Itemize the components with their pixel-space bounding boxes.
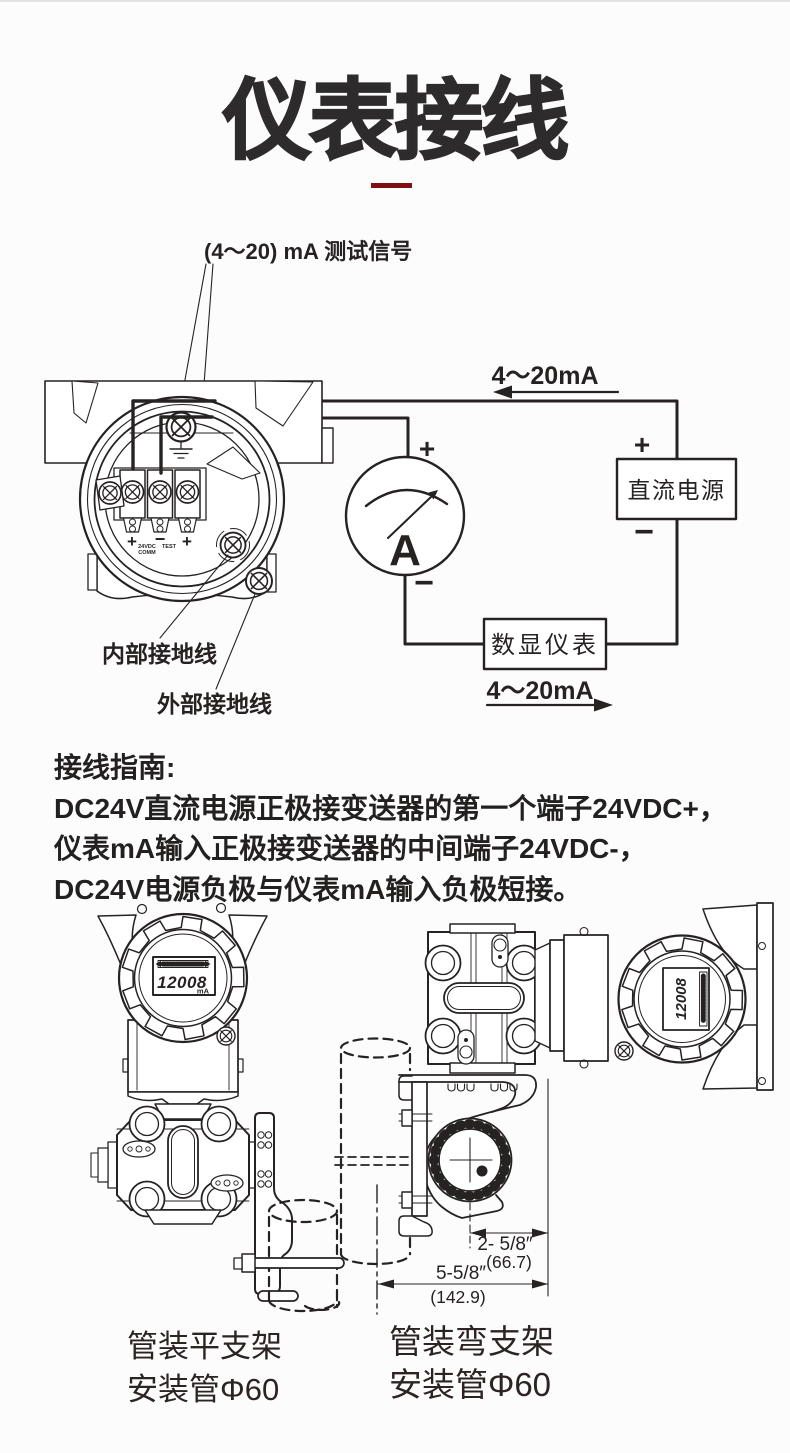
flat-bracket-drawing xyxy=(90,902,345,1313)
internal-ground-leader xyxy=(159,554,229,639)
guide-heading: 接线指南: xyxy=(54,752,176,783)
caption-bent-bracket: 管装弯支架 安装管Φ60 xyxy=(389,1320,554,1406)
test-signal-label: (4～20) mA 测试信号 xyxy=(204,239,412,264)
dim-small-mm: (66.7) xyxy=(486,1252,532,1272)
lcd-value-left: 12008 xyxy=(157,973,207,992)
ammeter xyxy=(344,455,466,577)
ammeter-plus: + xyxy=(419,433,435,464)
dimension-texts: 2- 5/8″ (66.7) 5-5/8″ (142.9) xyxy=(430,1234,533,1307)
guide-line-3: DC24V电源负极与仪表mA输入负极短接。 xyxy=(54,873,582,905)
dc-power-plus: + xyxy=(634,429,650,460)
mounting-drawings: 12008 mA xyxy=(90,902,774,1315)
page-title: 仪表接线 xyxy=(222,70,570,171)
ma-arrow-bottom xyxy=(485,698,613,712)
ma-label-top: 4～20mA xyxy=(492,362,599,390)
dc-power-minus: − xyxy=(634,513,654,551)
ground-screws xyxy=(95,411,273,595)
dc-power-box xyxy=(615,457,738,521)
wiring-guide: 接线指南: DC24V直流电源正极接变送器的第一个端子24VDC+， 仪表mA输… xyxy=(54,748,727,910)
caption-flat-bracket: 管装平支架 安装管Φ60 xyxy=(127,1325,282,1411)
svg-text:−: − xyxy=(155,529,166,549)
svg-text:+: + xyxy=(182,532,192,551)
bent-bracket-drawing xyxy=(334,902,774,1315)
dc-power-label: 直流电源 xyxy=(628,477,726,503)
terminal-text-comm: COMM xyxy=(138,550,156,556)
flat-bracket-lcd: 12008 mA xyxy=(157,973,209,996)
external-ground-leader xyxy=(215,593,256,690)
terminal-text-24vdc: 24VDC xyxy=(138,544,156,550)
bent-bracket-lcd: 12008 xyxy=(673,977,690,1019)
terminal-signs: + − + 24VDC COMM TEST xyxy=(127,529,192,556)
caption-flat-line1: 管装平支架 xyxy=(127,1329,282,1364)
ma-arrow-top xyxy=(493,385,620,399)
circuit-wires xyxy=(131,399,679,646)
ammeter-letter: A xyxy=(389,526,421,575)
lcd-value-right: 12008 xyxy=(673,977,690,1019)
guide-line-2: 仪表mA输入正极接变送器的中间端子24VDC-， xyxy=(54,833,647,864)
title-underline-accent xyxy=(371,183,412,188)
lcd-unit-left: mA xyxy=(197,987,210,996)
dim-large-mm: (142.9) xyxy=(430,1287,485,1307)
digital-meter-box xyxy=(482,617,608,671)
terminal-block xyxy=(113,467,207,533)
ammeter-minus: − xyxy=(414,564,434,602)
caption-bent-line2: 安装管Φ60 xyxy=(389,1366,552,1403)
wiring-diagram: (4～20) mA 测试信号 xyxy=(44,239,738,717)
internal-ground-label: 内部接地线 xyxy=(102,641,217,667)
digital-meter-label: 数显仪表 xyxy=(491,632,599,659)
dim-small-label: 2- 5/8″ xyxy=(477,1234,533,1255)
external-ground-label: 外部接地线 xyxy=(157,691,272,717)
svg-text:+: + xyxy=(127,532,137,551)
caption-bent-line1: 管装弯支架 xyxy=(389,1323,554,1360)
terminal-text-test: TEST xyxy=(162,544,177,550)
caption-flat-line2: 安装管Φ60 xyxy=(127,1372,280,1407)
ma-label-bottom: 4～20mA xyxy=(487,677,594,705)
guide-line-1: DC24V直流电源正极接变送器的第一个端子24VDC+， xyxy=(54,792,727,824)
dim-large-label: 5-5/8″ xyxy=(436,1263,486,1284)
